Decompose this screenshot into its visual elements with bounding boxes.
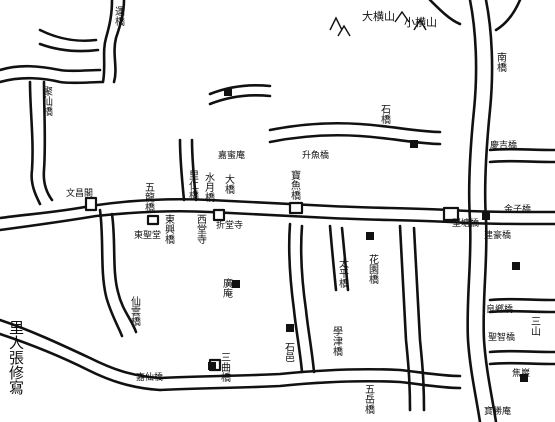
canal-north-west-bank	[112, 0, 126, 84]
canal-west-upper	[0, 64, 102, 73]
label-jiao-yan: 焦巖	[512, 367, 530, 379]
place-labels: 運橋 大横山 小横山 聚仙橋 文昌閣 五龍橋 里仁橋 水月橋 大橋 嘉蜜庵 寶魚…	[7, 6, 541, 417]
canal-middle-vertical-1-bank	[190, 138, 198, 202]
bridge-icon	[146, 214, 160, 226]
label-xian-yun-qiao: 仙雲橋	[129, 295, 141, 327]
canal-east-horizontal-1-bank	[488, 159, 555, 164]
label-si-tang-si: 折堂寺	[216, 219, 243, 231]
canal-middle-vertical-2	[287, 222, 304, 374]
canal-middle-vertical-3	[328, 224, 338, 292]
buildings	[208, 88, 528, 382]
canal-east-vertical	[398, 224, 412, 412]
canal-south-west-lower	[0, 318, 162, 380]
temple-icon	[224, 88, 232, 96]
label-author: 里人張修寫	[7, 320, 25, 395]
temple-icon	[366, 232, 374, 240]
canal-south-west-diagonal-bank	[110, 212, 138, 334]
canal-south-west-lower-bank	[0, 332, 162, 392]
temple-icon	[208, 362, 216, 370]
canal-nw-branch-1	[38, 28, 98, 42]
canal-east-horizontal-2	[488, 297, 555, 302]
temple-icon	[482, 212, 490, 220]
canal-south-main-bank	[158, 379, 462, 392]
canal-east-horizontal-1	[488, 147, 555, 152]
label-hua-yuan-qiao: 花園橋	[367, 253, 379, 285]
label-jin-zi-qiao: 金子橋	[504, 203, 531, 215]
temple-icon	[410, 140, 418, 148]
canal-west-vertical	[28, 80, 42, 206]
temple-icon	[512, 262, 520, 270]
label-dong-sheng-tang: 東聖堂	[134, 229, 161, 241]
label-sheng-yu-qiao: 升魚橋	[302, 149, 329, 161]
temple-icon	[232, 280, 240, 288]
canal-north-mid-2-bank	[208, 93, 272, 106]
mountain-symbols	[329, 10, 427, 37]
canal-south-west-diagonal	[98, 208, 124, 338]
canal-north-mid-2	[208, 83, 272, 96]
mountain-icon	[329, 16, 351, 37]
label-nan-qiao: 南橋	[495, 51, 507, 73]
label-da-heng-shan: 大横山	[362, 9, 395, 23]
label-xue-jin-qiao: 學津橋	[331, 325, 343, 357]
canal-south-main	[158, 367, 462, 380]
label-san-qu-qiao: 三曲橋	[219, 352, 231, 383]
canal-far-east	[466, 0, 482, 422]
canal-east-horizontal-2-bank	[488, 309, 555, 314]
canal-middle-vertical-3-bank	[340, 226, 350, 292]
label-xi-tang-si: 西堂寺	[195, 214, 207, 244]
label-jia-xian-qiao: 嘉仙橋	[136, 371, 163, 383]
label-bao-sheng-an: 寶勝庵	[484, 405, 511, 417]
canal-west-vertical-bank	[42, 80, 54, 202]
canal-east-horizontal-3	[488, 349, 555, 354]
label-jian-tang-qiao: 堅塘橋	[452, 217, 479, 229]
label-tai-ping-qiao: 太平橋	[337, 257, 349, 289]
label-lian-qiao: 運橋	[113, 6, 125, 27]
canal-north-west	[101, 0, 114, 84]
canal-main-east-west-bank	[0, 209, 555, 232]
canal-west-upper-bank	[0, 76, 104, 85]
canal-east-horizontal-3-bank	[488, 361, 555, 366]
label-jia-mi-an: 嘉蜜庵	[218, 149, 245, 161]
canal-ne-branch	[428, 0, 462, 26]
canal-east-vertical-bank	[412, 226, 426, 412]
label-ju-xian-qiao: 聚仙橋	[41, 86, 53, 117]
label-xiao-heng-shan: 小横山	[404, 15, 437, 29]
bridge-icon	[212, 208, 226, 222]
bridge-icon	[442, 206, 460, 222]
label-qing-ji-qiao: 慶吉橋	[490, 139, 517, 151]
label-wu-long-qiao: 五龍橋	[143, 182, 155, 213]
canal-middle-vertical-1	[178, 138, 186, 202]
bridge-icon	[84, 196, 98, 212]
canal-nw-branch-1b	[38, 42, 100, 53]
label-shui-yue-qiao: 水月橋	[203, 172, 215, 203]
bridges	[84, 196, 460, 372]
canal-ne-branch-2	[494, 0, 522, 32]
bridge-icon	[288, 201, 304, 215]
label-guang-an: 廣庵	[221, 277, 233, 299]
label-shi-yi: 石邑	[283, 342, 295, 362]
label-bao-yu-qiao: 寶魚橋	[289, 169, 301, 201]
canal-north-mid-1-bank	[268, 133, 442, 146]
label-wen-chang-ge: 文昌閣	[66, 187, 93, 199]
label-dong-yu-qiao: 東興橋	[163, 213, 175, 245]
canal-middle-vertical-2-bank	[299, 224, 316, 374]
label-san-shan: 三山	[529, 316, 541, 336]
temple-icon	[286, 324, 294, 332]
label-shi-qiao: 石橋	[379, 104, 391, 125]
label-sheng-zhi-qiao: 聖智橋	[488, 331, 515, 343]
mountain-icon	[394, 10, 427, 31]
label-da-qiao: 大橋	[223, 173, 235, 195]
label-jian-hao-qiao: 建豪橋	[484, 229, 511, 241]
temple-icon	[520, 374, 528, 382]
label-wu-yue-qiao: 五岳橋	[363, 384, 375, 415]
canal-north-mid-1	[268, 121, 442, 134]
label-liang-xiang-qiao: 良鄉橋	[486, 303, 513, 315]
label-li-ren-qiao: 里仁橋	[187, 170, 199, 201]
